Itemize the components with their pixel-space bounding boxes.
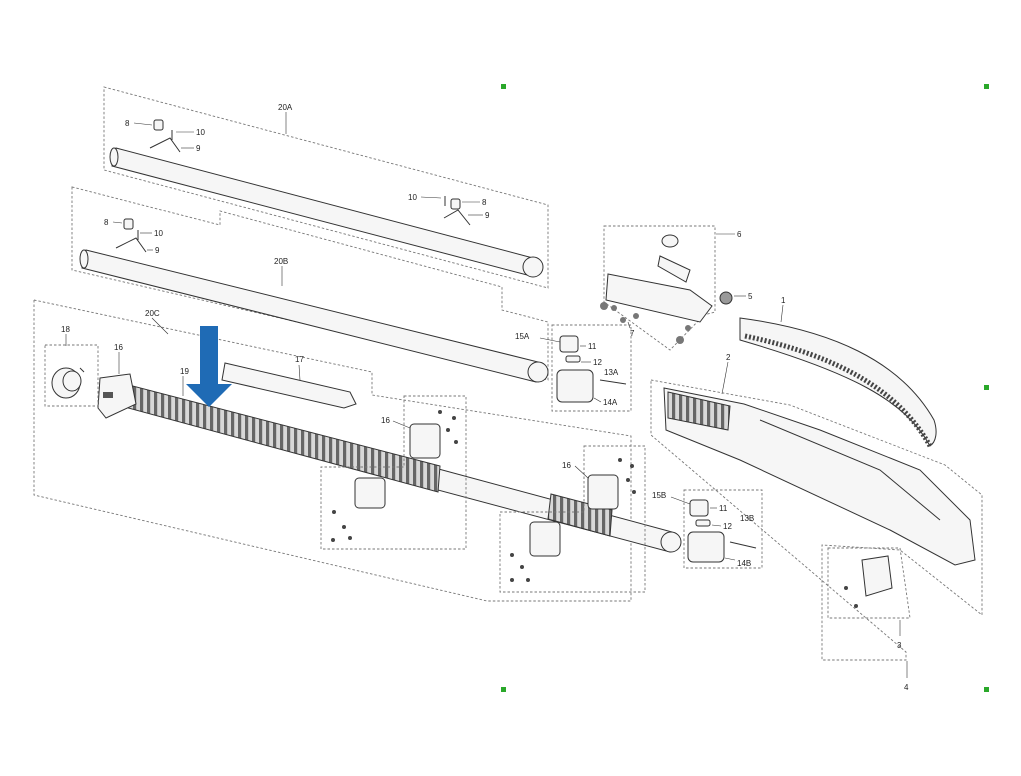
label-9: 9 (155, 246, 160, 255)
label-8: 8 (482, 198, 487, 207)
label-4: 4 (904, 683, 909, 692)
box-15b (670, 489, 763, 569)
label-8: 8 (104, 218, 109, 227)
label-10: 10 (196, 128, 205, 137)
label-16: 16 (562, 461, 571, 470)
label-12: 12 (723, 522, 732, 531)
corner-marker (984, 385, 989, 390)
label-14a: 14A (603, 398, 618, 407)
lock-assembly-6 (600, 225, 746, 351)
scabbard-group (650, 379, 983, 678)
label-14b: 14B (737, 559, 751, 568)
label-20a: 20A (278, 103, 293, 112)
corner-marker (984, 84, 989, 89)
clamp-box-16 (320, 395, 467, 550)
group-20c (33, 299, 682, 602)
clamp-box-16b (499, 445, 646, 593)
box-15a (539, 324, 632, 412)
label-17: 17 (295, 355, 304, 364)
highlight-arrow (186, 326, 232, 407)
label-9: 9 (196, 144, 201, 153)
label-9: 9 (485, 211, 490, 220)
label-13b: 13B (740, 514, 754, 523)
end-cap-16 (97, 373, 137, 419)
corner-marker (501, 687, 506, 692)
hardware-cluster (133, 119, 194, 153)
label-3: 3 (897, 641, 902, 650)
corner-marker (984, 687, 989, 692)
label-15a: 15A (515, 332, 530, 341)
label-11: 11 (588, 342, 597, 351)
hardware-cluster (112, 218, 153, 253)
label-8: 8 (125, 119, 130, 128)
label-16: 16 (381, 416, 390, 425)
corner-marker (501, 84, 506, 89)
part-labels: 20A 8 10 9 10 8 9 8 10 9 20B 20C 18 16 1… (61, 103, 909, 692)
label-19: 19 (180, 367, 189, 376)
insert-17 (221, 362, 357, 409)
label-15b: 15B (652, 491, 666, 500)
label-5: 5 (748, 292, 753, 301)
group-20b (71, 186, 549, 383)
hardware-cluster (420, 196, 483, 226)
registration-marks (501, 84, 989, 692)
pole-20a (109, 147, 544, 278)
label-16: 16 (114, 343, 123, 352)
label-12: 12 (593, 358, 602, 367)
label-18: 18 (61, 325, 70, 334)
label-13a: 13A (604, 368, 619, 377)
saw-blade-1 (739, 304, 937, 448)
label-7: 7 (630, 329, 635, 338)
label-20b: 20B (274, 257, 288, 266)
label-6: 6 (737, 230, 742, 239)
group-20a (103, 86, 549, 289)
label-20c: 20C (145, 309, 160, 318)
label-11: 11 (719, 504, 728, 513)
label-10: 10 (154, 229, 163, 238)
label-1: 1 (781, 296, 786, 305)
label-2: 2 (726, 353, 731, 362)
cap-18 (44, 344, 99, 407)
handle-2 (663, 361, 976, 566)
pole-20b (79, 249, 549, 383)
label-10: 10 (408, 193, 417, 202)
